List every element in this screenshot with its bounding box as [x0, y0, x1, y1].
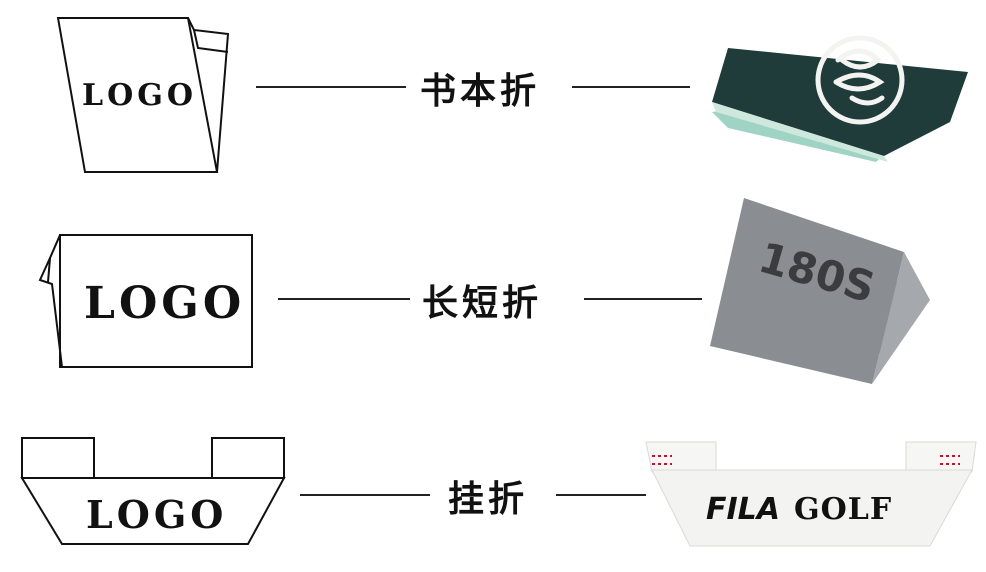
- book-fold-left-line: [256, 86, 406, 88]
- long-short-fold-label: 长短折: [422, 283, 543, 324]
- book-fold-label: 书本折: [420, 71, 541, 112]
- long-short-fold-right-line: [584, 298, 702, 300]
- hang-fold-label: 挂折: [448, 479, 529, 520]
- long-short-fold-logo-text: LOGO: [84, 278, 246, 329]
- book-fold-logo-text: LOGO: [82, 78, 197, 113]
- hang-fold-right-line: [556, 494, 646, 496]
- long-short-fold-left-line: [278, 298, 410, 300]
- hang-fold-photo-text-fila: FILA: [706, 492, 780, 527]
- hang-fold-logo-text: LOGO: [86, 492, 228, 537]
- book-fold-right-line: [572, 86, 690, 88]
- hang-fold-left-line: [300, 494, 430, 496]
- hang-fold-photo-text-golf: GOLF: [794, 492, 893, 527]
